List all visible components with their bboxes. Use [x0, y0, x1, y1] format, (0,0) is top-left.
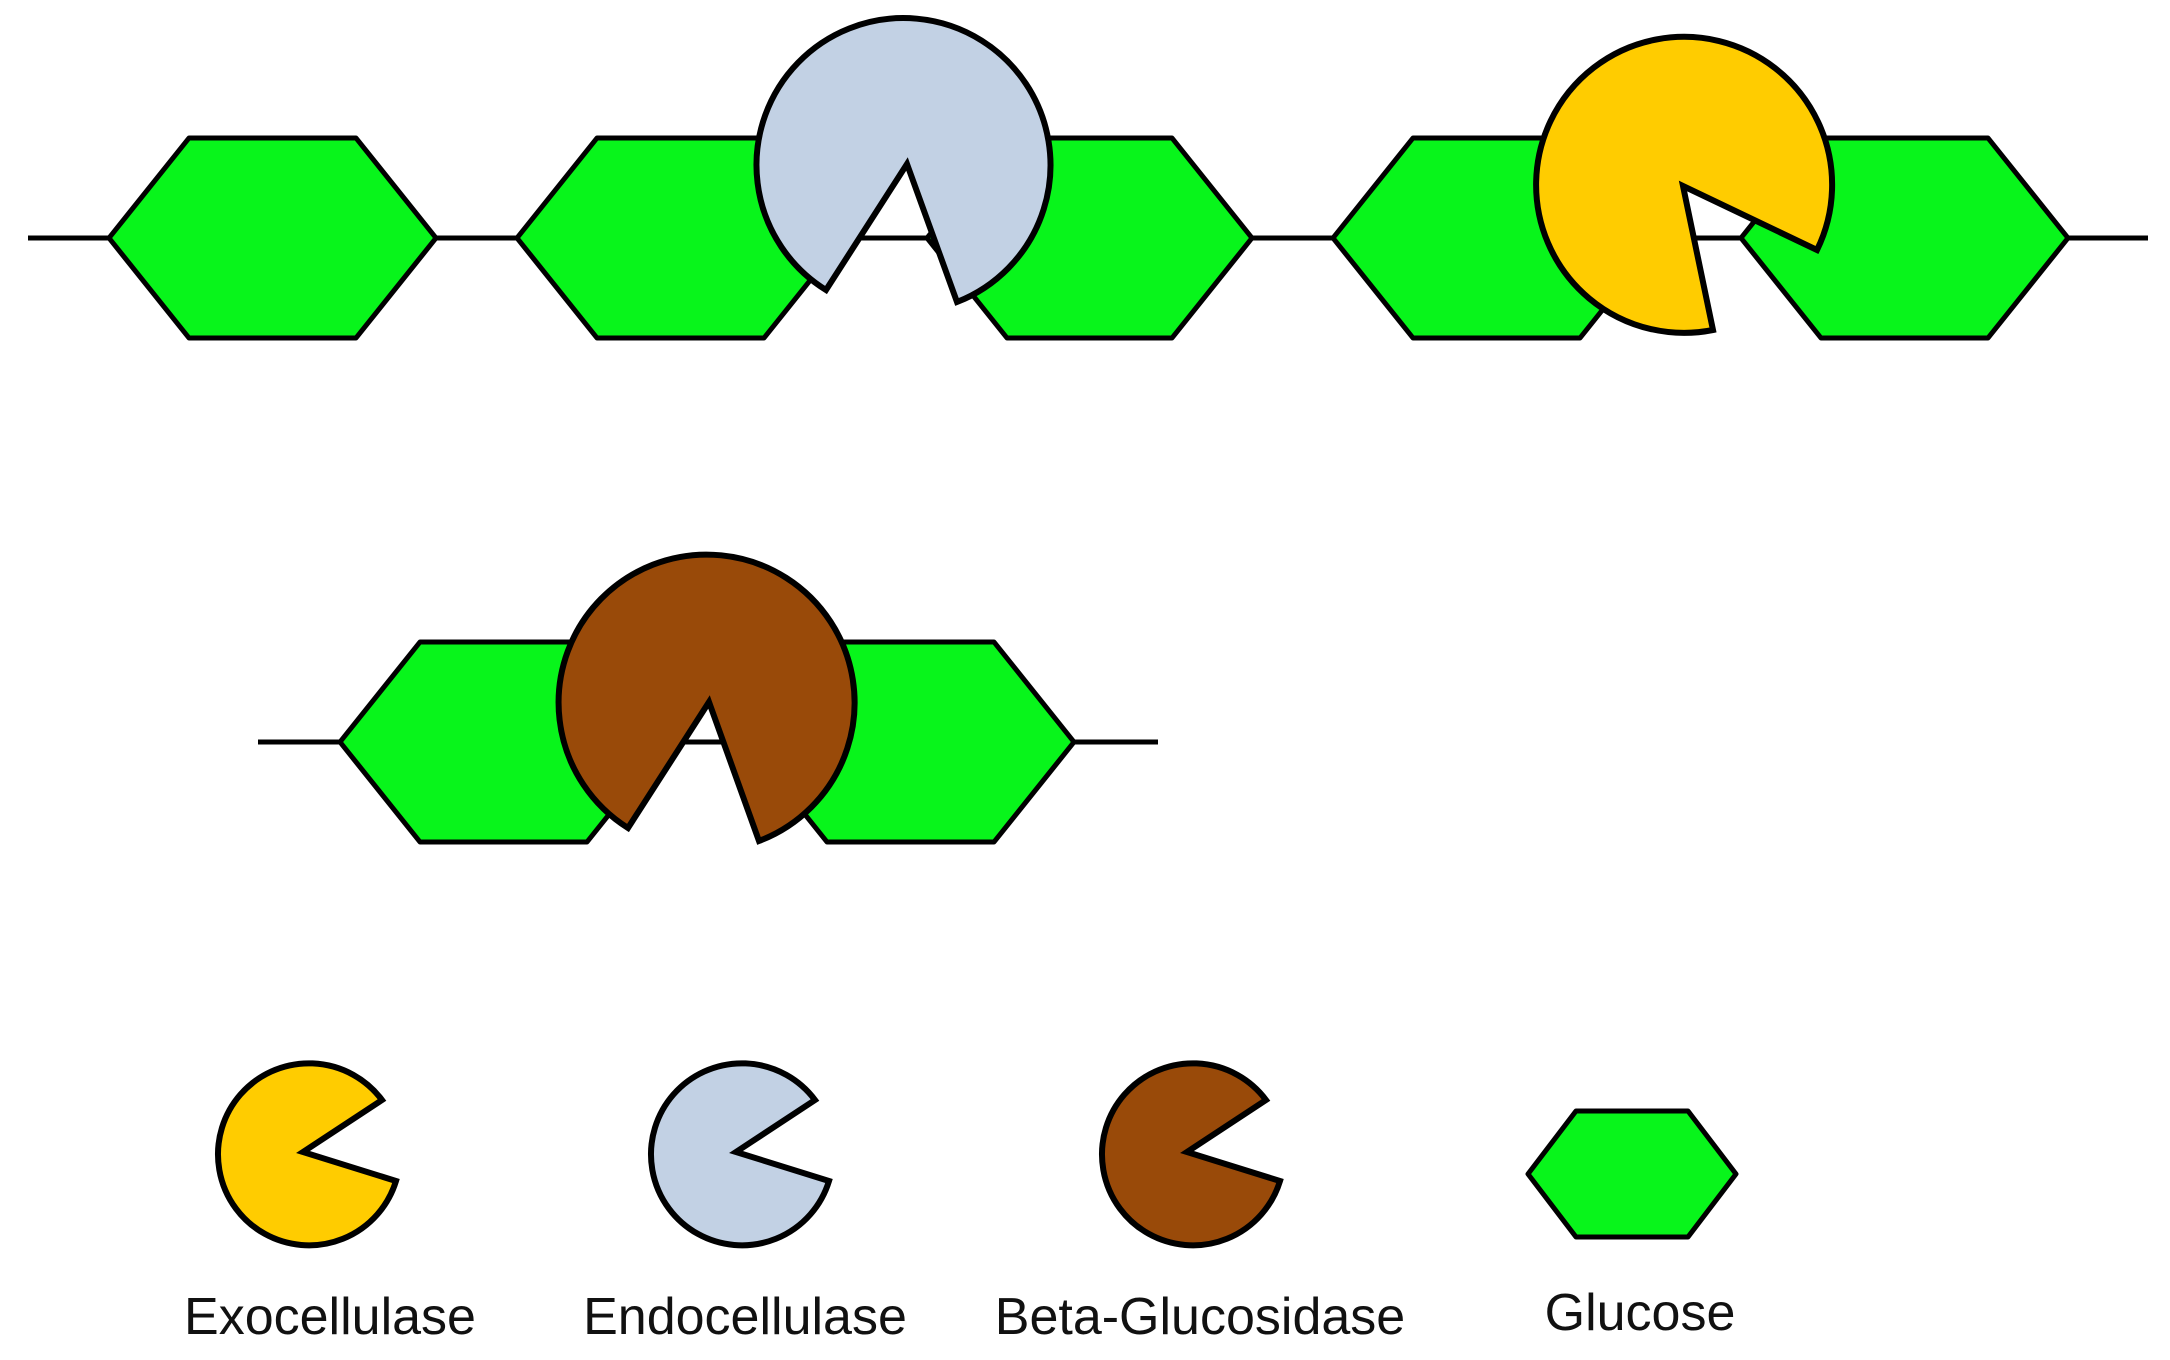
beta-glucosidase-legend-icon	[1098, 1060, 1284, 1249]
beta-glucosidase-enzyme	[555, 551, 858, 845]
endocellulase-label: Endocellulase	[583, 1288, 907, 1346]
exocellulase-legend-icon	[214, 1060, 400, 1249]
exocellulase-enzyme	[1533, 33, 1836, 336]
beta-glucosidase-label: Beta-Glucosidase	[994, 1288, 1406, 1346]
exocellulase-label: Exocellulase	[184, 1288, 476, 1346]
cellobiose-chain	[258, 551, 1158, 845]
glucose-label: Glucose	[1544, 1284, 1736, 1342]
endocellulase-enzyme	[753, 15, 1054, 306]
cellulose-chain-top	[28, 15, 2148, 341]
legend	[214, 1060, 1739, 1249]
glucose-legend-icon	[1525, 1108, 1739, 1240]
endocellulase-legend-icon	[647, 1060, 833, 1249]
glucose-unit	[106, 135, 439, 341]
